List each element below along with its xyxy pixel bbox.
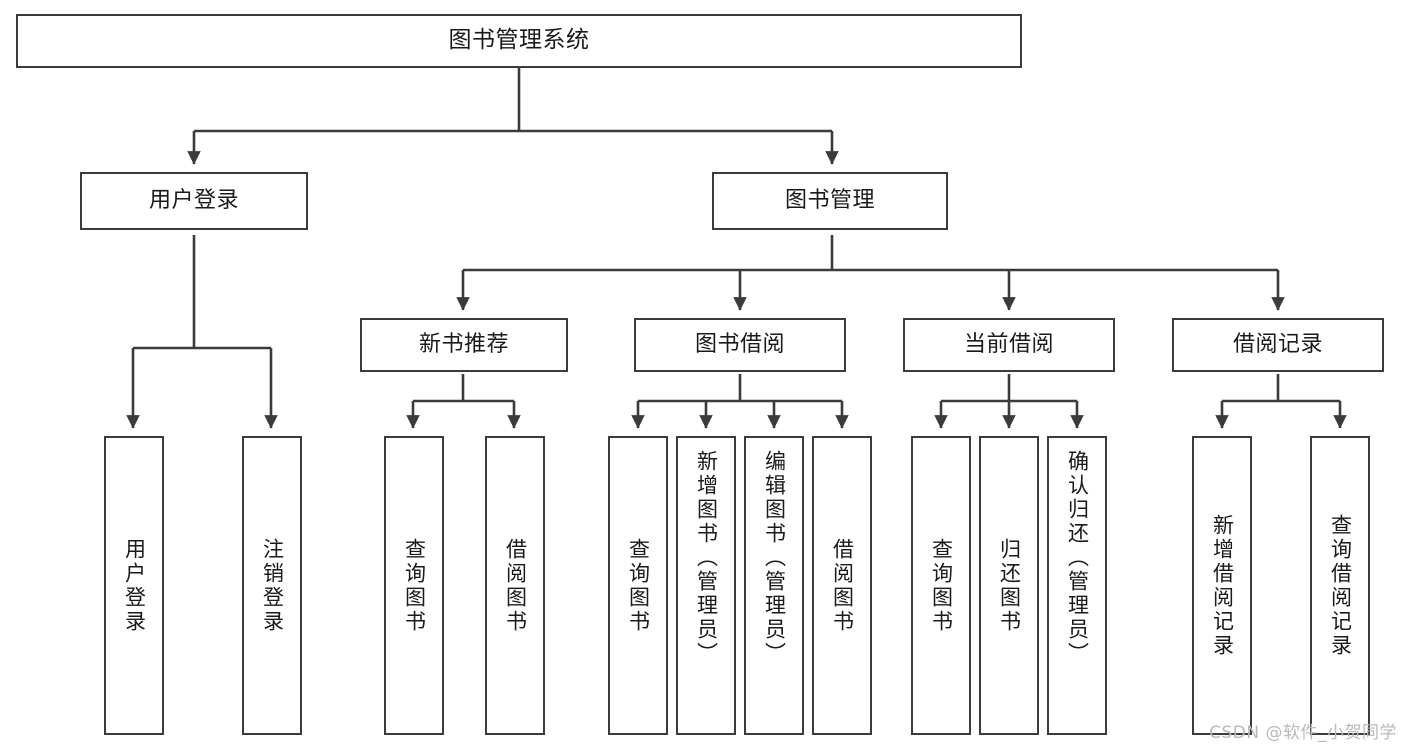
node-leaf-user-login-label: 用户登录	[122, 537, 147, 634]
node-new-book-recommend[interactable]: 新书推荐	[360, 318, 568, 372]
node-leaf-query-book-1[interactable]: 查询图书	[384, 436, 444, 735]
node-leaf-return-book[interactable]: 归还图书	[979, 436, 1039, 735]
node-leaf-user-login[interactable]: 用户登录	[104, 436, 164, 735]
node-leaf-query-record-label: 查询借阅记录	[1328, 513, 1353, 658]
watermark-text: CSDN @软件_小贺同学	[1209, 723, 1397, 743]
node-leaf-add-record-label: 新增借阅记录	[1210, 513, 1235, 658]
node-book-manage[interactable]: 图书管理	[712, 172, 948, 230]
node-leaf-confirm-return[interactable]: 确认归还（管理员）	[1047, 436, 1107, 735]
node-leaf-borrow-book-2[interactable]: 借阅图书	[812, 436, 872, 735]
node-book-borrow-label: 图书借阅	[694, 332, 785, 358]
node-root-label: 图书管理系统	[448, 27, 590, 54]
node-leaf-add-book-label: 新增图书（管理员）	[694, 450, 719, 666]
node-current-borrow[interactable]: 当前借阅	[903, 318, 1115, 372]
node-leaf-borrow-book-2-label: 借阅图书	[830, 537, 855, 634]
node-book-borrow[interactable]: 图书借阅	[634, 318, 846, 372]
node-user-login[interactable]: 用户登录	[80, 172, 308, 230]
node-book-manage-label: 图书管理	[784, 188, 875, 214]
node-leaf-logout-login-label: 注销登录	[260, 537, 285, 634]
node-leaf-query-book-2[interactable]: 查询图书	[608, 436, 668, 735]
node-new-book-recommend-label: 新书推荐	[418, 332, 509, 358]
node-borrow-record-label: 借阅记录	[1232, 332, 1323, 358]
node-leaf-add-book[interactable]: 新增图书（管理员）	[676, 436, 736, 735]
node-leaf-query-book-2-label: 查询图书	[626, 537, 651, 634]
node-leaf-query-book-1-label: 查询图书	[402, 537, 427, 634]
node-leaf-query-record[interactable]: 查询借阅记录	[1310, 436, 1370, 735]
node-leaf-edit-book[interactable]: 编辑图书（管理员）	[744, 436, 804, 735]
node-leaf-add-record[interactable]: 新增借阅记录	[1192, 436, 1252, 735]
node-root[interactable]: 图书管理系统	[16, 14, 1022, 68]
node-leaf-return-book-label: 归还图书	[997, 537, 1022, 634]
node-leaf-query-book-3[interactable]: 查询图书	[911, 436, 971, 735]
node-user-login-label: 用户登录	[148, 188, 239, 214]
node-borrow-record[interactable]: 借阅记录	[1172, 318, 1384, 372]
node-leaf-query-book-3-label: 查询图书	[929, 537, 954, 634]
node-leaf-edit-book-label: 编辑图书（管理员）	[762, 450, 787, 666]
node-leaf-confirm-return-label: 确认归还（管理员）	[1065, 450, 1090, 666]
node-leaf-borrow-book-1-label: 借阅图书	[503, 537, 528, 634]
node-leaf-borrow-book-1[interactable]: 借阅图书	[485, 436, 545, 735]
node-leaf-logout-login[interactable]: 注销登录	[242, 436, 302, 735]
node-current-borrow-label: 当前借阅	[963, 332, 1054, 358]
